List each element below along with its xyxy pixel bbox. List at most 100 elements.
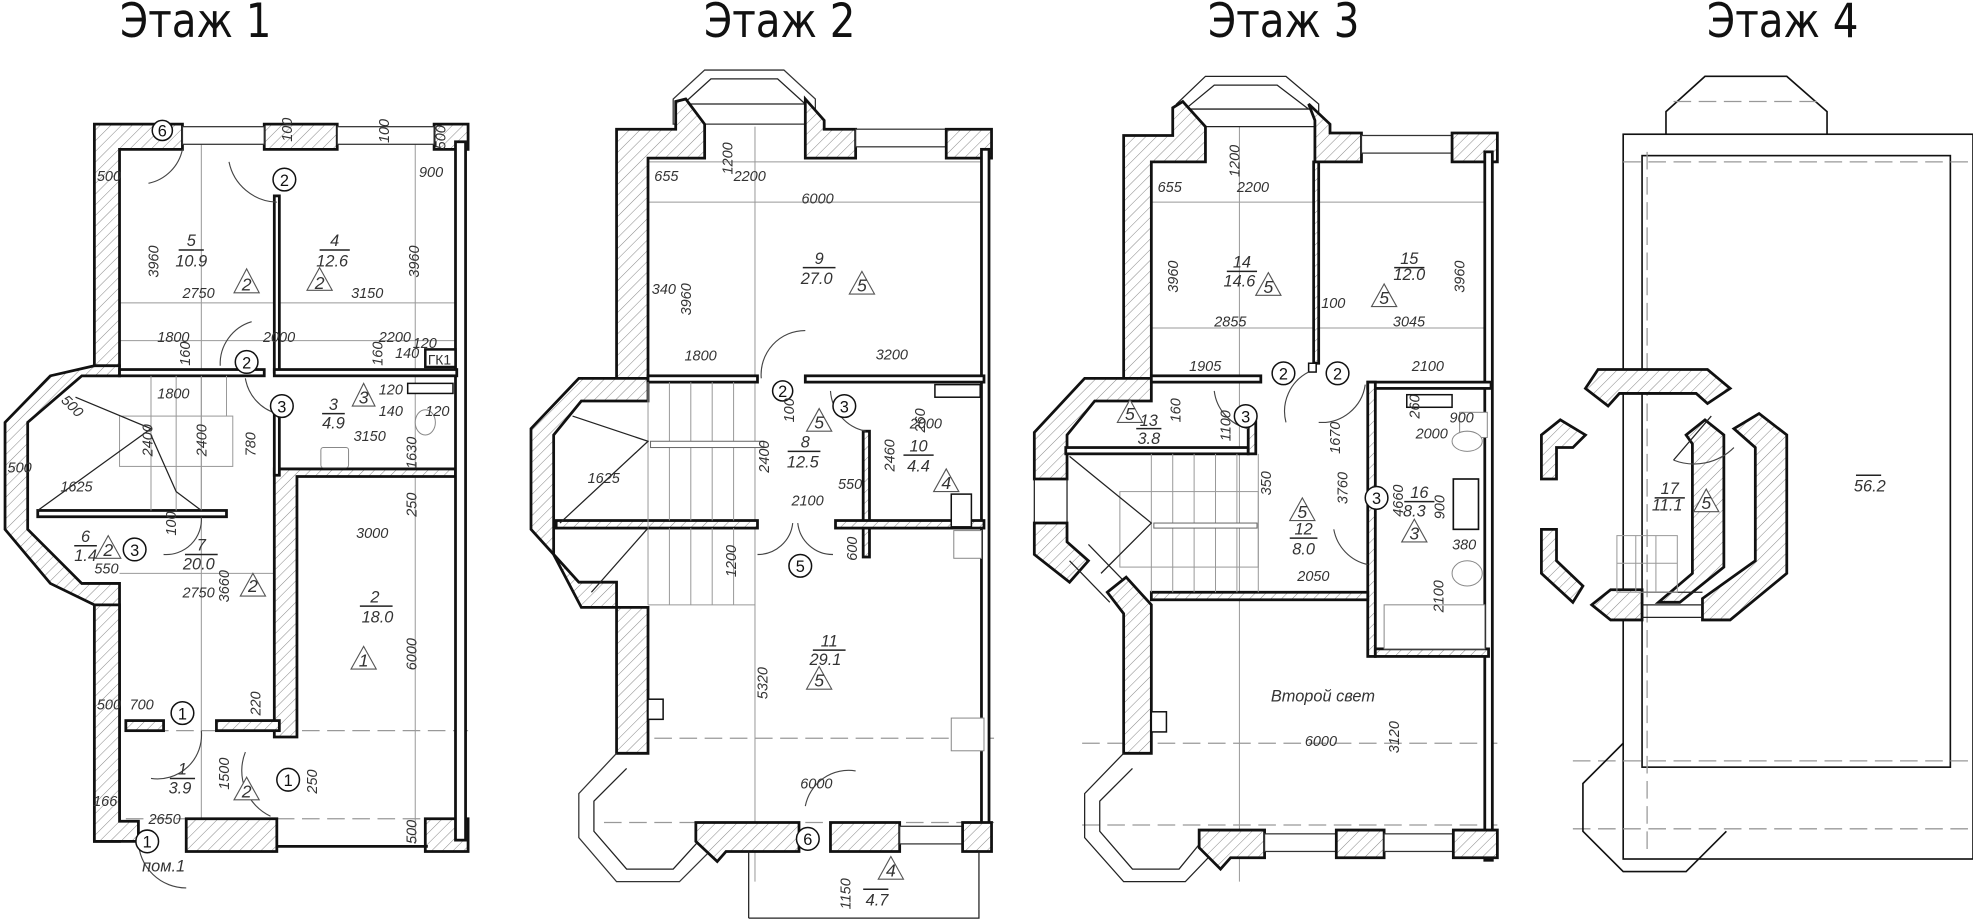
- svg-text:17: 17: [1661, 480, 1680, 498]
- stove-icon: [950, 717, 985, 752]
- floor-4-plan: 17 11.1 5 56.2: [1540, 75, 1973, 873]
- svg-text:3200: 3200: [876, 347, 908, 363]
- svg-text:1200: 1200: [1227, 145, 1243, 177]
- svg-text:2855: 2855: [1213, 315, 1247, 331]
- toilet-icon: [414, 409, 436, 436]
- floor-3-plan: 2 2 3 3 14 14.6 5 15 12.0 5 5 13 3.8 5 1…: [1032, 75, 1499, 883]
- svg-text:250: 250: [404, 493, 420, 518]
- svg-text:140: 140: [379, 404, 403, 420]
- svg-text:160: 160: [1168, 398, 1184, 422]
- svg-text:2: 2: [247, 576, 258, 596]
- svg-text:2100: 2100: [790, 493, 823, 509]
- svg-text:5: 5: [1701, 493, 1711, 513]
- svg-text:5: 5: [1297, 502, 1307, 522]
- svg-text:1150: 1150: [839, 878, 855, 909]
- svg-text:340: 340: [652, 282, 676, 298]
- floor-1-plan: ГК1 6 2 2 3 3 1 1 1 5 10.9 2: [3, 118, 470, 889]
- svg-text:3960: 3960: [679, 283, 695, 315]
- svg-text:2: 2: [241, 781, 252, 801]
- svg-text:9: 9: [815, 250, 824, 268]
- svg-text:8: 8: [801, 434, 810, 452]
- svg-text:1670: 1670: [1328, 422, 1344, 454]
- svg-text:120: 120: [413, 336, 437, 352]
- svg-text:2750: 2750: [181, 286, 214, 302]
- wall: [262, 122, 339, 151]
- bathtub-icon: [1383, 604, 1486, 650]
- svg-text:4660: 4660: [1391, 485, 1407, 517]
- svg-text:5: 5: [1379, 288, 1389, 308]
- svg-text:2: 2: [242, 354, 251, 372]
- svg-text:120: 120: [379, 383, 403, 399]
- floor-4-title: Этаж 4: [1707, 0, 1859, 49]
- svg-text:29.1: 29.1: [809, 651, 842, 669]
- svg-text:6: 6: [158, 123, 167, 141]
- svg-text:100: 100: [1321, 296, 1345, 312]
- svg-text:12.0: 12.0: [1393, 266, 1425, 284]
- svg-text:1: 1: [284, 772, 293, 790]
- svg-text:550: 550: [838, 477, 862, 493]
- svg-text:100: 100: [782, 398, 798, 422]
- svg-text:27.0: 27.0: [800, 270, 833, 288]
- svg-text:1905: 1905: [1189, 359, 1222, 375]
- svg-text:100: 100: [164, 511, 180, 535]
- svg-text:2000: 2000: [1415, 427, 1448, 443]
- svg-text:5: 5: [814, 671, 824, 691]
- svg-text:18.0: 18.0: [362, 608, 394, 626]
- floor-3-title: Этаж 3: [1208, 0, 1360, 49]
- wall: [184, 817, 279, 853]
- svg-text:1.4: 1.4: [74, 547, 97, 565]
- svg-text:6000: 6000: [800, 777, 832, 793]
- svg-text:160: 160: [178, 342, 194, 366]
- svg-text:10: 10: [909, 437, 927, 455]
- svg-text:900: 900: [1433, 495, 1449, 519]
- floor-titles: Этаж 1 Этаж 2 Этаж 3 Этаж 4: [0, 0, 1973, 60]
- svg-text:100: 100: [377, 119, 393, 143]
- svg-text:3960: 3960: [407, 245, 423, 277]
- svg-text:700: 700: [130, 697, 154, 713]
- svg-text:2: 2: [369, 588, 379, 606]
- svg-text:3: 3: [329, 396, 338, 414]
- svg-text:1800: 1800: [157, 330, 189, 346]
- svg-text:3960: 3960: [1166, 261, 1182, 293]
- svg-text:2200: 2200: [1236, 180, 1269, 196]
- svg-text:16: 16: [1410, 484, 1429, 502]
- svg-text:6: 6: [81, 528, 91, 546]
- svg-text:11: 11: [821, 632, 838, 650]
- svg-text:1200: 1200: [724, 545, 740, 577]
- svg-text:380: 380: [1452, 537, 1476, 553]
- svg-text:2650: 2650: [147, 812, 180, 828]
- svg-text:1625: 1625: [588, 471, 621, 487]
- svg-text:3: 3: [1409, 523, 1419, 543]
- toilet-icon: [1451, 430, 1483, 452]
- svg-text:166: 166: [93, 794, 118, 810]
- double-height-label: Второй свет: [1271, 688, 1375, 706]
- floor-2-dimensions: 1200 655 2200 6000 3960 340 1800 3200 10…: [588, 142, 942, 909]
- svg-text:900: 900: [419, 165, 443, 181]
- floor-3-dimensions: 1200 655 2200 3960 2855 100 3045 3960 19…: [1158, 145, 1477, 753]
- floor-1-dimensions: 100 100 500 500 900 3960 2750 3150 3960 …: [8, 118, 450, 876]
- svg-text:1800: 1800: [685, 349, 717, 365]
- entrance-note: пом.1: [142, 858, 185, 876]
- svg-text:3.8: 3.8: [1137, 430, 1160, 448]
- svg-text:2460: 2460: [883, 439, 899, 472]
- svg-text:4.7: 4.7: [866, 892, 890, 910]
- svg-text:1100: 1100: [1219, 410, 1235, 441]
- svg-text:3660: 3660: [217, 570, 233, 602]
- svg-text:12: 12: [1294, 520, 1312, 538]
- svg-text:1625: 1625: [60, 480, 93, 496]
- svg-text:5: 5: [857, 276, 867, 296]
- svg-text:3760: 3760: [1336, 472, 1352, 504]
- svg-text:5320: 5320: [756, 667, 772, 699]
- sink-icon: [320, 447, 350, 469]
- svg-text:5: 5: [187, 232, 197, 250]
- svg-text:5: 5: [1125, 404, 1135, 424]
- svg-text:1: 1: [178, 761, 187, 779]
- svg-text:2: 2: [778, 383, 787, 401]
- svg-text:3150: 3150: [354, 429, 386, 445]
- svg-text:3: 3: [130, 542, 139, 560]
- svg-text:2400: 2400: [140, 424, 156, 457]
- svg-text:8.0: 8.0: [1292, 541, 1315, 559]
- svg-text:1: 1: [143, 834, 152, 852]
- svg-text:4: 4: [941, 473, 951, 493]
- floor-1-rooms: 5 10.9 2 4 12.6 2 3 4.9 3 6 1.4 2 7 20.0…: [74, 232, 393, 801]
